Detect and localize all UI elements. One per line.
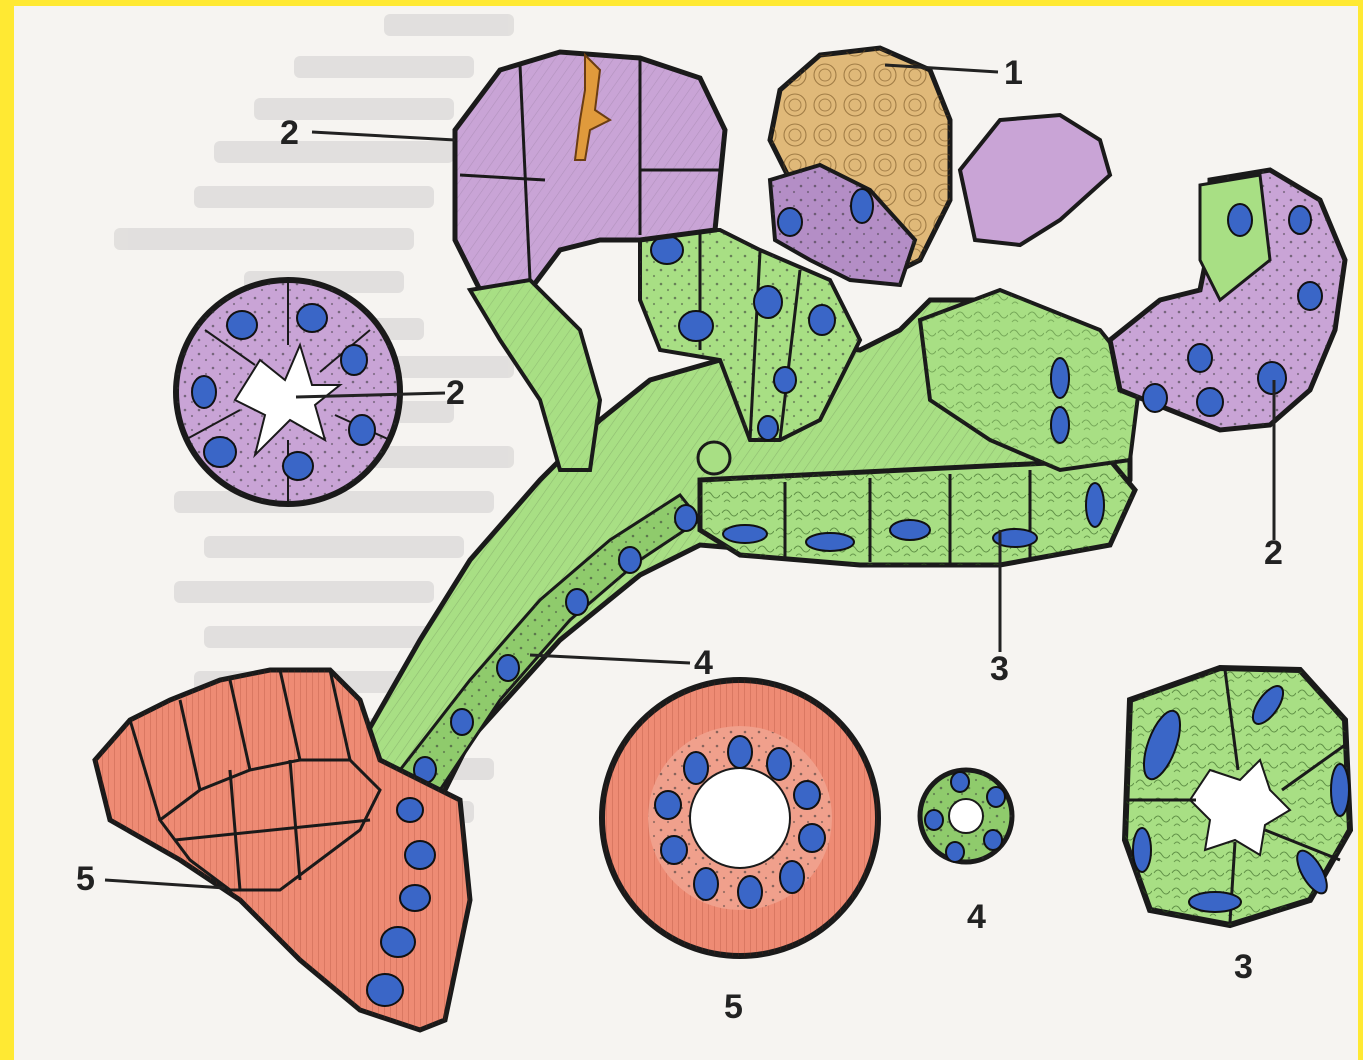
cross-section-striated: [602, 680, 878, 956]
green-tubule: [700, 460, 1135, 565]
label-2-right: 2: [1264, 536, 1283, 570]
label-2-top: 2: [280, 116, 299, 150]
label-1: 1: [1004, 56, 1023, 90]
cross-section-serous: [176, 280, 400, 504]
label-3-section: 3: [1234, 950, 1253, 984]
label-5-duct: 5: [76, 862, 95, 896]
label-4-duct: 4: [694, 646, 713, 680]
cross-section-tubule: [1125, 668, 1350, 925]
label-2-left-section: 2: [446, 376, 465, 410]
label-5-section: 5: [724, 990, 743, 1024]
label-3-tube: 3: [990, 652, 1009, 686]
mucous-acinus: [770, 48, 950, 285]
cross-section-intercalated: [920, 770, 1012, 862]
label-4-section: 4: [967, 900, 986, 934]
